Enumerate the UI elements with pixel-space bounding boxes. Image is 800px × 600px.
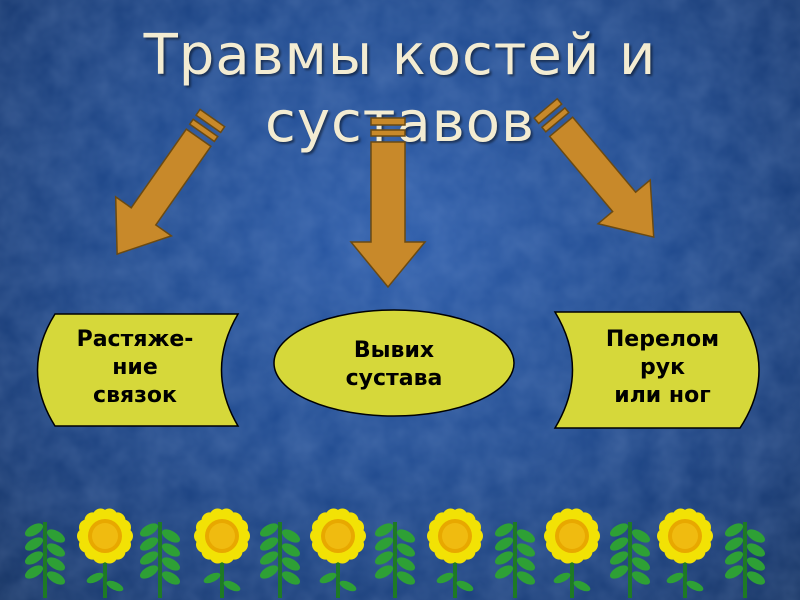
plant-icon [139,522,181,598]
plant-icon [609,522,651,598]
plant-icon [24,522,66,598]
arrow-right [533,97,655,239]
flower-icon [310,508,366,598]
flower-border [24,508,766,598]
flower-icon [544,508,600,598]
node-center-label: Вывих сустава [300,337,488,393]
node-right-line2: рук [639,355,686,380]
plant-icon [494,522,536,598]
arrow-left [114,108,226,256]
node-left-line2: ние [112,355,158,380]
plant-icon [259,522,301,598]
node-left-line1: Растяже- [76,327,194,352]
node-center-line1: Вывих [353,338,435,363]
flower-icon [657,508,713,598]
node-center-line2: сустава [345,366,443,391]
node-right-shape [553,311,760,429]
node-right-line1: Перелом [605,327,720,352]
node-left-shape [36,313,240,427]
node-left-label: Растяже- ние связок [52,326,218,410]
node-center-shape [273,309,515,417]
arrow-center [349,117,427,289]
slide-title: Травмы костей и суставов [143,23,657,155]
node-left-line3: связок [93,383,177,408]
plant-icon [724,522,766,598]
plant-icon [374,522,416,598]
flower-icon [427,508,483,598]
flower-icon [77,508,133,598]
node-right-label: Перелом рук или ног [575,326,750,410]
node-right-line3: или ног [614,383,711,408]
flower-icon [194,508,250,598]
